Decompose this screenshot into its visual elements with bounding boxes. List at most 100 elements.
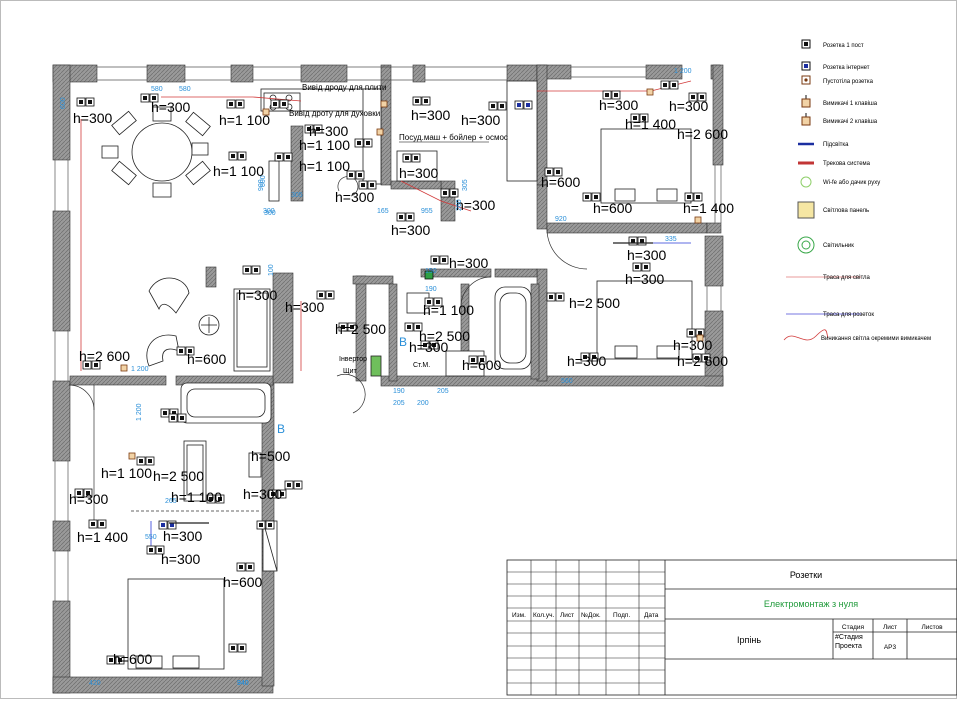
dimension-label: 920 [555,216,567,223]
socket-icon [488,101,507,111]
socket-icon [304,124,323,134]
height-label: h=1 400 [77,529,128,545]
empty-socket-icon [801,75,811,85]
socket-icon [206,494,225,504]
height-label: h=300 [243,486,283,502]
dimension-label: 200 [417,400,429,407]
socket-icon [242,265,261,275]
height-label: h=300 [567,353,607,369]
dimension-label: 305 [291,192,303,199]
height-label: h=2 600 [79,348,130,364]
height-label: h=300 [625,271,665,287]
tb-header-koluch: Кол.уч. [533,612,554,619]
legend-label: Траса для розеток [823,312,874,318]
socket-icon [628,236,647,246]
note-label: Посуд.маш + бойлер + осмос [399,133,508,142]
socket-icon [430,255,449,265]
legend-label: Трекова система [823,161,871,167]
dimension-label: 205 [393,400,405,407]
height-label: h=300 [163,528,203,544]
legend-label: Світлова панель [823,208,869,214]
socket-icon [684,192,703,202]
socket-icon [158,520,177,530]
legend-label: Траса для світла [823,275,871,281]
height-label: h=300 [449,255,489,271]
note-label: В [277,422,285,436]
dimension-label: 955 [421,208,433,215]
height-label: h=500 [251,448,291,464]
sheet-title: Розетки [790,570,822,580]
socket-icon [176,346,195,356]
socket-icon [660,80,679,90]
project-name: Електромонтаж з нуля [764,599,858,609]
socket-icon [354,138,373,148]
stage-value-box: #Стадия Проекта [835,634,863,650]
dimension-label: 190 [425,286,437,293]
socket-icon [74,488,93,498]
internet-socket-icon [424,270,434,280]
height-label: h=300 [599,97,639,113]
legend-label: Вимикачі 2 клавіша [823,119,878,125]
socket-icon [228,643,247,653]
location: Ірпінь [737,635,761,645]
socket-icon [146,545,165,555]
tb-header-ndok: №Док. [581,612,601,619]
wifi-sensor-icon [800,176,812,188]
switch-1-key-icon [801,95,811,108]
socket-icon [76,97,95,107]
height-label: h=300 [669,98,709,114]
height-label: h=300 [309,123,349,139]
doors [68,176,588,521]
sheet-label: Лист [883,624,897,631]
height-label: h=2 500 [153,468,204,484]
dimension-label: 1 200 [136,403,143,421]
socket-icon [420,340,439,350]
dimension-label: 205 [437,388,449,395]
socket-icon [630,113,649,123]
dimension-label: 600 [60,97,67,109]
height-label: h=300 [69,491,109,507]
height-label: h=2 500 [569,295,620,311]
dimension-label: 560 [561,378,573,385]
socket-icon [688,92,707,102]
height-label: h=300 [456,197,496,213]
dimension-label: 1 200 [131,366,149,373]
sheet-value: АР3 [884,644,897,651]
dimension-label: 300 [263,208,275,215]
height-label: h=1 100 [299,137,350,153]
legend-label: Вимикачі 1 клавіша [823,101,878,107]
dimension-label: 335 [665,236,677,243]
height-label: h=1 100 [219,112,270,128]
socket-icon [236,562,255,572]
dimension-label: 900 [258,179,265,191]
device-symbols [74,80,711,665]
switch-icon [646,88,654,96]
height-label: h=300 [627,247,667,263]
height-label: h=300 [409,339,449,355]
socket-icon [316,290,335,300]
height-label: h=600 [541,174,581,190]
socket-icon [402,153,421,163]
socket-icon [136,456,155,466]
dimension-label: 940 [237,680,249,687]
dimension-label: 340 [237,680,249,687]
dimension-label: 165 [377,208,389,215]
socket-icon [82,360,101,370]
switch-icon [128,452,136,460]
walls [52,64,724,694]
socket-icon [168,413,187,423]
dimension-label: 420 [89,680,101,687]
socket-icon [546,292,565,302]
sheets-label: Листов [921,624,943,631]
note-label: В [399,335,407,349]
note-label: Інвертор [339,356,367,363]
note-label: Вивід дроту для духовки [289,109,380,118]
legend-label: Підсвітка [823,142,849,148]
socket-icon [514,100,533,110]
switch-icon [696,334,704,342]
legend-label: Світильник [823,243,854,249]
